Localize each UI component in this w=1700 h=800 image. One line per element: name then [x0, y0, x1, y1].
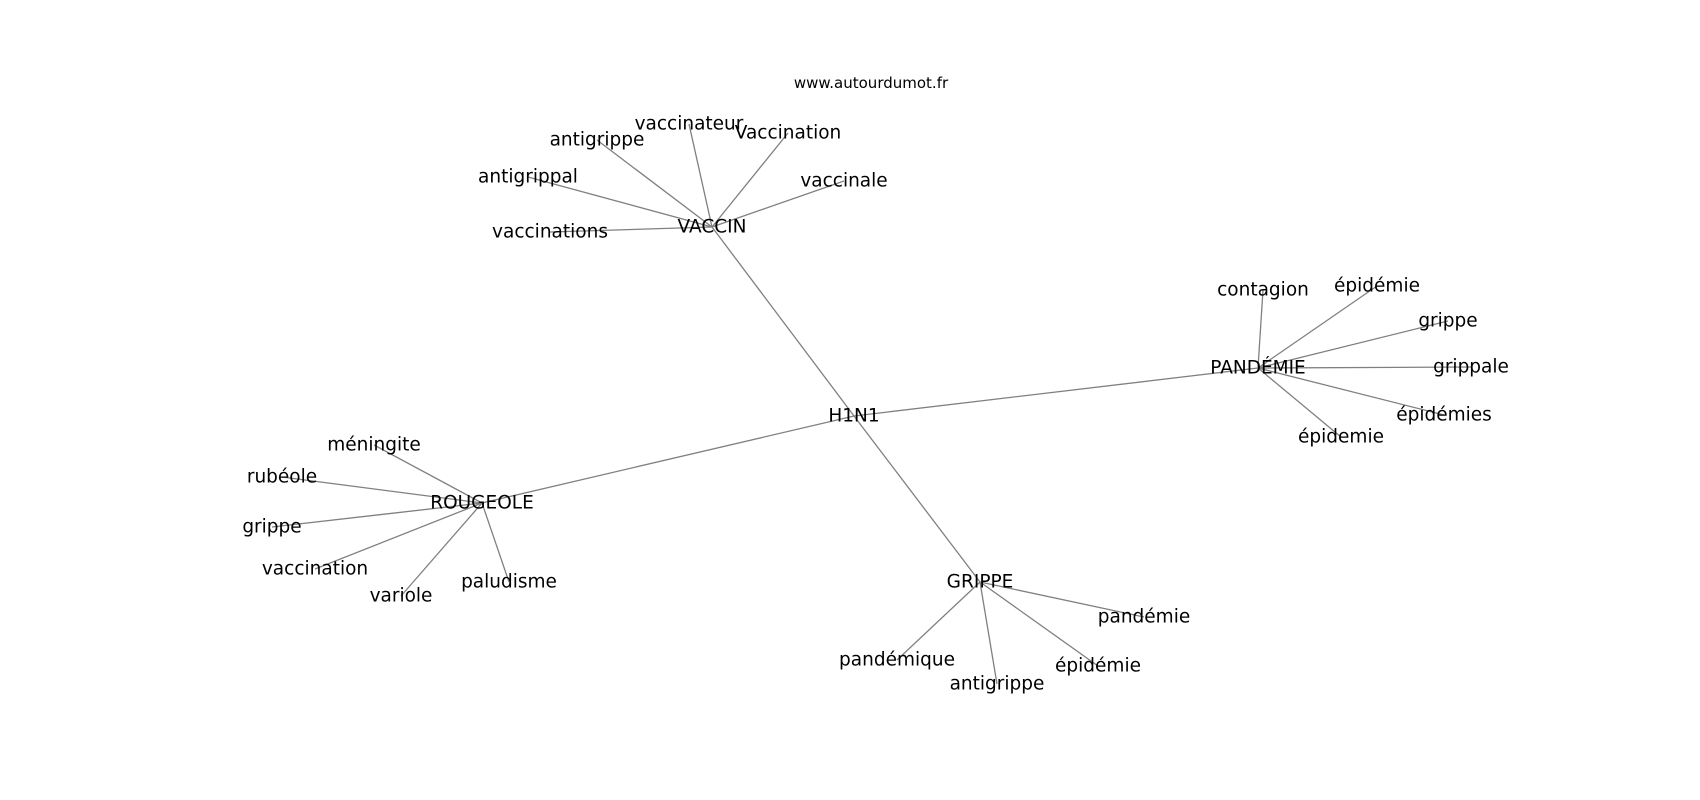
leaf-node-label: vaccinale — [800, 171, 887, 192]
edge-hub-to-leaf — [711, 180, 845, 228]
edge-hub-to-leaf — [979, 581, 1099, 667]
edge-hub-to-leaf — [1257, 367, 1445, 416]
leaf-node-label: variole — [370, 586, 433, 607]
edge-root-to-hub — [481, 415, 855, 504]
leaf-node-label: paludisme — [461, 572, 557, 593]
leaf-node-label: rubéole — [247, 467, 317, 488]
edge-hub-to-leaf — [896, 581, 981, 661]
edge-hub-to-leaf — [481, 502, 510, 583]
leaf-node-label: vaccination — [262, 559, 368, 580]
leaf-node-label: grippe — [242, 517, 301, 538]
leaf-node-label: épidémie — [1055, 656, 1141, 677]
leaf-node-label: pandémie — [1098, 607, 1190, 628]
edge-hub-to-leaf — [1257, 367, 1342, 438]
leaf-node-label: vaccinations — [492, 222, 608, 243]
leaf-node-label: grippale — [1433, 357, 1509, 378]
leaf-node-label: antigrippe — [950, 674, 1045, 695]
watermark: www.autourdumot.fr — [794, 74, 949, 92]
hub-node-label: GRIPPE — [947, 572, 1014, 593]
edge-hub-to-leaf — [281, 476, 483, 504]
leaf-node-label: méningite — [327, 435, 421, 456]
hub-node-label: PANDÉMIE — [1210, 357, 1306, 379]
leaf-node-label: pandémique — [839, 650, 955, 671]
leaf-node-label: Vaccination — [735, 123, 842, 144]
leaf-node-label: vaccinateur — [635, 114, 744, 135]
edge-hub-to-leaf — [314, 502, 483, 570]
edge-hub-to-leaf — [271, 502, 483, 528]
edge-hub-to-leaf — [527, 176, 713, 228]
edge-hub-to-leaf — [979, 581, 998, 685]
leaf-node-label: antigrippal — [478, 167, 578, 188]
leaf-node-label: antigrippe — [550, 130, 645, 151]
edge-root-to-hub — [853, 367, 1259, 417]
root-node-label: H1N1 — [828, 406, 879, 427]
edge-hub-to-leaf — [596, 139, 713, 228]
edge-root-to-hub — [711, 226, 855, 417]
hub-node-label: VACCIN — [678, 217, 747, 238]
edge-hub-to-leaf — [688, 123, 713, 228]
edge-hub-to-leaf — [1257, 366, 1472, 369]
edge-hub-to-leaf — [979, 581, 1145, 618]
edge-hub-to-leaf — [711, 132, 789, 228]
leaf-node-label: épidémie — [1334, 276, 1420, 297]
edge-hub-to-leaf — [373, 444, 483, 504]
edge-root-to-hub — [853, 415, 981, 583]
leaf-node-label: épidémies — [1396, 405, 1492, 426]
edge-hub-to-leaf — [1257, 285, 1378, 369]
leaf-node-label: contagion — [1217, 280, 1309, 301]
edge-hub-to-leaf — [1257, 320, 1449, 369]
leaf-node-label: épidemie — [1298, 427, 1384, 448]
edge-hub-to-leaf — [1257, 289, 1264, 369]
hub-node-label: ROUGEOLE — [430, 493, 534, 514]
edge-hub-to-leaf — [400, 502, 483, 597]
leaf-node-label: grippe — [1418, 311, 1477, 332]
edge-layer — [271, 123, 1472, 685]
edge-hub-to-leaf — [549, 226, 713, 233]
